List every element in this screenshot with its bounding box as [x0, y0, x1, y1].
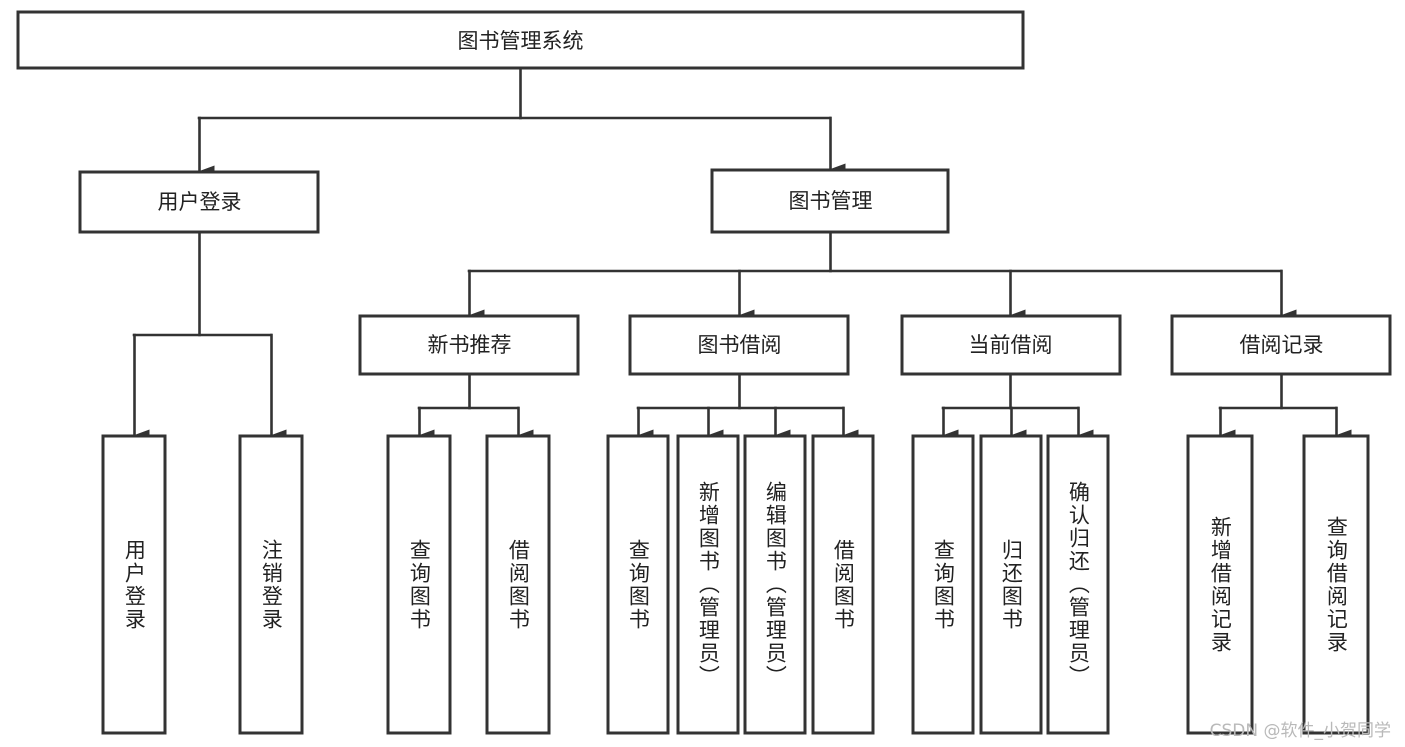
node-current-borrow[interactable]: 当前借阅 [900, 314, 1122, 376]
node-new-book-recommend-box[interactable] [358, 314, 580, 376]
node-leaf-return-book-box[interactable] [979, 434, 1043, 735]
node-leaf-logout-box[interactable] [238, 434, 304, 735]
connector-group-book-borrow [636, 372, 859, 441]
node-leaf-query-book-current-box[interactable] [911, 434, 975, 735]
node-user-login-box[interactable] [78, 170, 320, 234]
node-leaf-add-borrow-record-box[interactable] [1186, 434, 1254, 735]
node-new-book-recommend[interactable]: 新书推荐 [358, 314, 580, 376]
node-leaf-query-book-borrow-box[interactable] [606, 434, 670, 735]
node-user-login-label: 用户登录 [158, 190, 242, 214]
connector-group-user-login [132, 230, 287, 441]
node-new-book-recommend-label: 新书推荐 [428, 333, 512, 357]
connector-group-current-borrow [941, 372, 1094, 441]
node-borrow-records-box[interactable] [1170, 314, 1392, 376]
node-book-management-box[interactable] [710, 168, 950, 234]
node-root[interactable]: 图书管理系统 [16, 10, 1025, 70]
connector-group-book-management [467, 230, 1297, 321]
node-root-box[interactable] [16, 10, 1025, 70]
node-leaf-edit-book-admin-box[interactable] [743, 434, 807, 735]
node-book-borrow-box[interactable] [628, 314, 850, 376]
node-book-borrow-label: 图书借阅 [698, 333, 782, 357]
node-book-borrow[interactable]: 图书借阅 [628, 314, 850, 376]
node-leaf-user-login-box[interactable] [101, 434, 167, 735]
node-book-management-label: 图书管理 [789, 189, 873, 213]
node-book-management[interactable]: 图书管理 [710, 168, 950, 234]
connector-group-new-book-recommend [417, 372, 534, 441]
node-current-borrow-box[interactable] [900, 314, 1122, 376]
node-user-login[interactable]: 用户登录 [78, 170, 320, 234]
node-leaf-borrow-book-recommend-box[interactable] [485, 434, 551, 735]
node-current-borrow-label: 当前借阅 [969, 333, 1053, 357]
node-leaf-query-borrow-record-box[interactable] [1302, 434, 1370, 735]
node-borrow-records[interactable]: 借阅记录 [1170, 314, 1392, 376]
node-leaf-confirm-return-admin-box[interactable] [1046, 434, 1110, 735]
node-borrow-records-label: 借阅记录 [1240, 333, 1324, 357]
connector-group-borrow-records [1218, 372, 1352, 441]
node-root-label: 图书管理系统 [458, 29, 584, 53]
connector-group-root [197, 66, 846, 177]
node-leaf-borrow-book-box[interactable] [811, 434, 875, 735]
node-leaf-add-book-admin-box[interactable] [676, 434, 740, 735]
node-leaf-query-book-recommend-box[interactable] [386, 434, 452, 735]
